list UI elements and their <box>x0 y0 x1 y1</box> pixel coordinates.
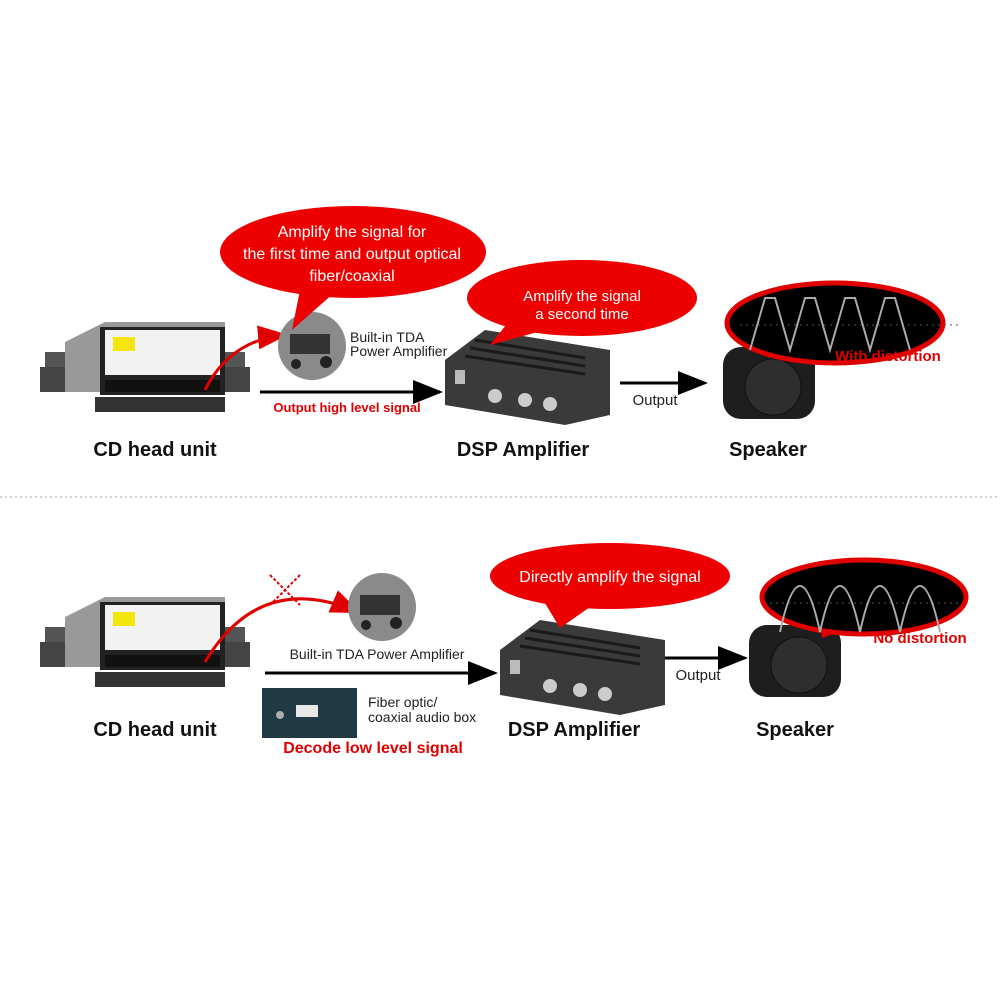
direct-amplify-text: Directly amplify the signal <box>519 569 700 586</box>
speech-bubble-first-amplify <box>220 206 486 330</box>
bubble-line-1: Amplify the signal for <box>278 224 427 241</box>
output-label: Output <box>632 392 678 409</box>
dsp-amplifier-image <box>498 618 667 717</box>
tda-amplifier-image <box>278 312 346 380</box>
dsp-amplifier-image <box>443 328 612 427</box>
tda-amplifier-image <box>348 573 416 641</box>
bubble-line-3: fiber/coaxial <box>309 268 394 285</box>
speaker-label: Speaker <box>729 439 807 461</box>
distorted-waveform-bubble <box>724 280 960 366</box>
top-section: CD head unit Built-in TDA Power Amplifie… <box>40 206 960 461</box>
dsp-amplifier-label: DSP Amplifier <box>457 439 589 461</box>
speech-bubble-second-amplify <box>467 260 697 345</box>
decode-label: Decode low level signal <box>283 740 463 757</box>
head-unit-label: CD head unit <box>93 439 217 461</box>
output-label: Output <box>675 667 721 684</box>
signal-label: Output high level signal <box>273 400 420 415</box>
tda-label-1: Built-in TDA <box>350 329 425 345</box>
red-curve-arrow <box>203 325 288 391</box>
fiber-coaxial-box-image <box>262 688 357 738</box>
tda-label-2: Power Amplifier <box>350 343 448 359</box>
speaker-label: Speaker <box>756 719 834 741</box>
bubble-line-2: the first time and output optical <box>243 246 461 263</box>
clean-waveform-bubble <box>759 557 969 638</box>
head-unit-label: CD head unit <box>93 719 217 741</box>
box-label-1: Fiber optic/ <box>368 694 437 710</box>
tda-label: Built-in TDA Power Amplifier <box>290 646 465 662</box>
speech-bubble-direct-amplify <box>490 543 730 628</box>
bottom-section: CD head unit Built-in TDA Power Amplifie… <box>40 543 969 757</box>
with-distortion-label: With distortion <box>835 348 941 365</box>
no-distortion-label: No distortion <box>873 630 966 647</box>
amp-bubble-line-1: Amplify the signal <box>523 288 641 305</box>
amp-bubble-line-2: a second time <box>535 306 628 323</box>
box-label-2: coaxial audio box <box>368 709 476 725</box>
dsp-amplifier-label: DSP Amplifier <box>508 719 640 741</box>
blocked-x-icon <box>269 574 301 606</box>
